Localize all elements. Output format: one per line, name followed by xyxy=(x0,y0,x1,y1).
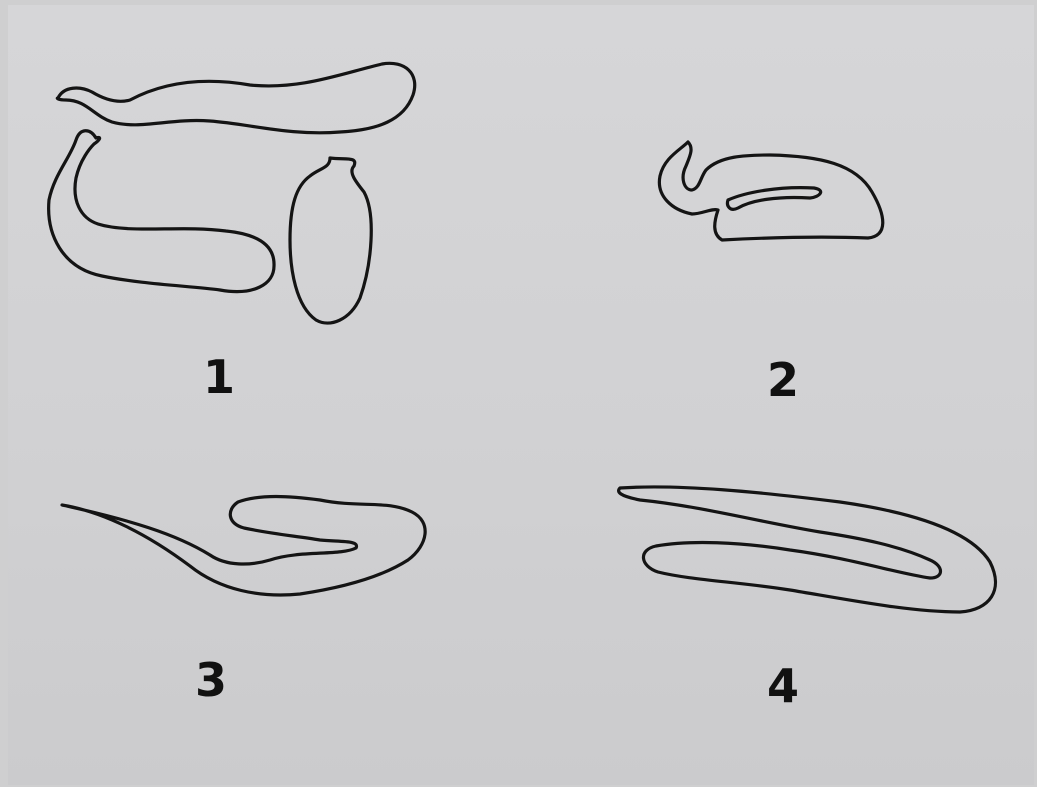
figure-3-outline xyxy=(62,497,425,595)
figure-1-top-worm xyxy=(57,63,414,132)
figure-2-number: 2 xyxy=(767,353,799,407)
figure-2-outline xyxy=(659,142,882,240)
figure-4-number: 4 xyxy=(767,659,799,713)
figure-2 xyxy=(659,142,882,240)
figure-1 xyxy=(49,63,415,323)
figure-4-outline xyxy=(619,487,996,612)
figure-3-number: 3 xyxy=(195,653,227,707)
figure-1-oval-piece xyxy=(290,158,371,323)
figure-1-hook-piece xyxy=(49,131,274,292)
figure-3 xyxy=(62,497,425,595)
figure-1-number: 1 xyxy=(203,350,235,404)
figure-4 xyxy=(619,487,996,612)
